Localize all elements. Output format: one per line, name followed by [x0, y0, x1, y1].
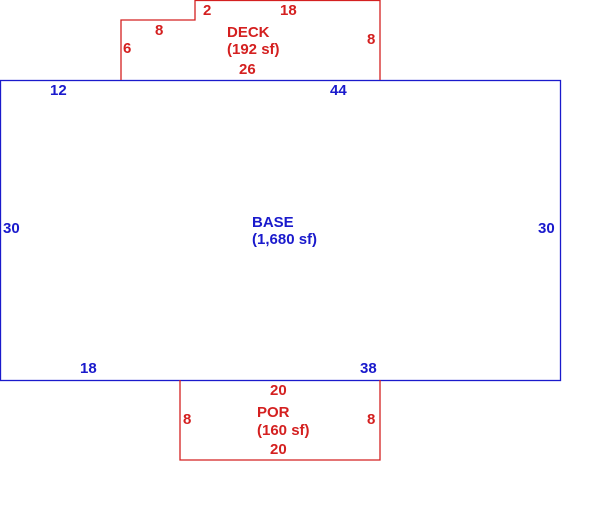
porch-name: POR — [257, 404, 290, 421]
deck-outline — [120, 0, 381, 80]
porch-area: (160 sf) — [257, 422, 310, 439]
base-dim-right: 30 — [538, 220, 555, 237]
base-area: (1,680 sf) — [252, 231, 317, 248]
base-dim-top-right: 44 — [330, 82, 347, 99]
base-outline — [0, 79, 562, 382]
deck-dim-upper-left: 8 — [155, 22, 163, 39]
base-dim-left: 30 — [3, 220, 20, 237]
porch-dim-right: 8 — [367, 411, 375, 428]
porch-dim-left: 8 — [183, 411, 191, 428]
deck-dim-notch: 2 — [203, 2, 211, 19]
deck-dim-left: 6 — [123, 40, 131, 57]
deck-dim-top: 18 — [280, 2, 297, 19]
porch-outline — [179, 380, 381, 461]
deck-dim-bottom: 26 — [239, 61, 256, 78]
deck-name: DECK — [227, 24, 270, 41]
base-dim-top-left: 12 — [50, 82, 67, 99]
deck-area: (192 sf) — [227, 41, 280, 58]
base-name: BASE — [252, 214, 294, 231]
porch-dim-top: 20 — [270, 382, 287, 399]
base-dim-bottom-left: 18 — [80, 360, 97, 377]
deck-dim-right: 8 — [367, 31, 375, 48]
base-dim-bottom-right: 38 — [360, 360, 377, 377]
porch-dim-bottom: 20 — [270, 441, 287, 458]
